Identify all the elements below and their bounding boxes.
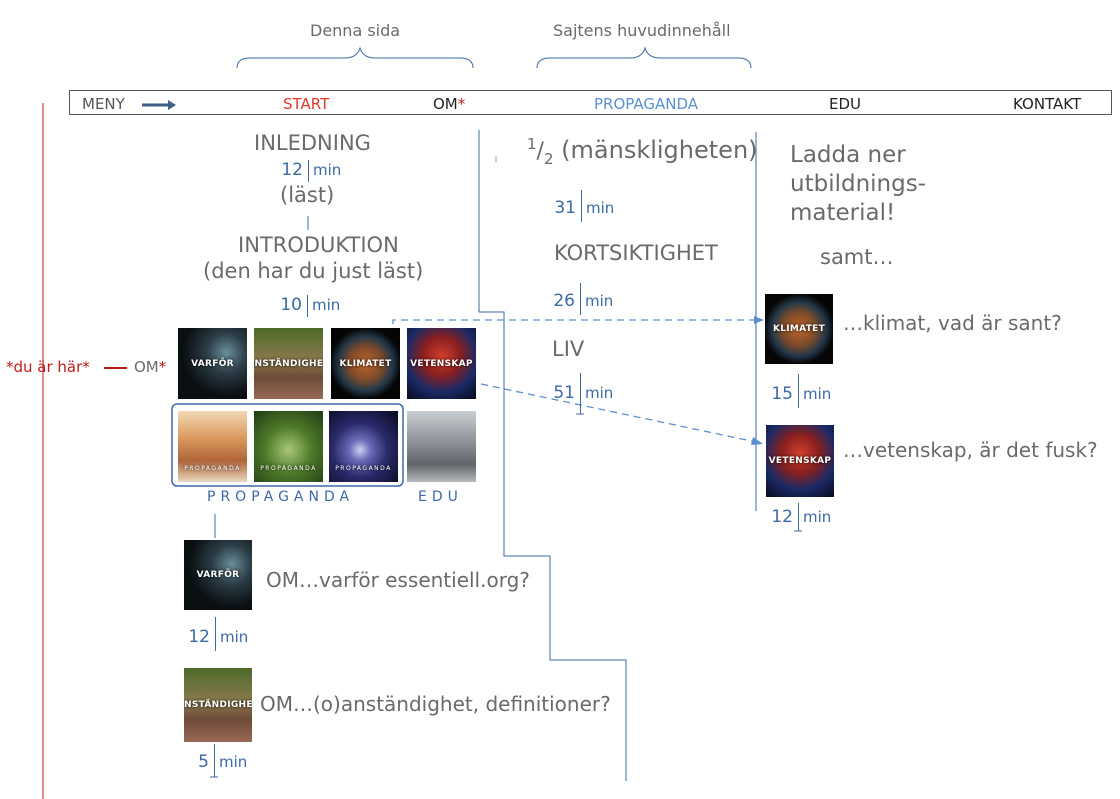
- min-unit: min: [585, 384, 614, 402]
- thumb-propaganda-2[interactable]: PROPAGANDA: [254, 411, 323, 482]
- menu-item-edu[interactable]: EDU: [829, 95, 862, 113]
- thumb-edu-vetenskap-label: VETENSKAP: [768, 456, 832, 466]
- half-denominator: 2: [543, 149, 554, 168]
- propaganda-group-box: [171, 403, 404, 487]
- edu-vetenskap-question[interactable]: …vetenskap, är det fusk?: [843, 438, 1098, 462]
- thumb-varfor[interactable]: VARFÖR: [178, 328, 247, 399]
- propaganda-connector: [478, 130, 627, 781]
- om-varfor-min-value: 12: [188, 627, 210, 647]
- om-label-text: OM: [134, 358, 159, 376]
- om-anstandighet-min-value: 5: [198, 752, 209, 772]
- inledning-status: (läst): [280, 183, 335, 207]
- min-unit: min: [586, 199, 615, 217]
- kortsiktighet-title[interactable]: KORTSIKTIGHET: [554, 241, 718, 265]
- introduktion-title[interactable]: INTRODUKTION: [238, 233, 399, 257]
- min-unit: min: [803, 508, 832, 526]
- thumb-varfor-label: VARFÖR: [191, 358, 234, 369]
- thumb-edu-vetenskap[interactable]: VETENSKAP: [766, 425, 834, 497]
- om-varfor-title[interactable]: OM…varför essentiell.org?: [266, 568, 530, 592]
- thumb-propaganda-3[interactable]: PROPAGANDA: [329, 411, 398, 482]
- download-material[interactable]: Ladda ner utbildnings- material!: [790, 141, 926, 228]
- kortsiktighet-min-value: 26: [553, 291, 575, 311]
- thumb-om-anstandighet[interactable]: ANSTÄNDIGHET: [184, 668, 252, 742]
- edu-klimat-question[interactable]: …klimat, vad är sant?: [843, 311, 1062, 335]
- half-numerator: 1: [527, 135, 537, 153]
- samt-label: samt…: [820, 245, 894, 269]
- min-unit: min: [220, 628, 249, 646]
- arrow-right-icon: [142, 96, 176, 115]
- introduktion-note: (den har du just läst): [203, 259, 424, 283]
- inledning-title[interactable]: INLEDNING: [254, 131, 371, 155]
- menu-item-om[interactable]: OM*: [433, 95, 465, 113]
- bracket-main-content: [536, 46, 752, 69]
- bracket-this-page: [236, 46, 474, 69]
- thumb-propaganda-3-label: PROPAGANDA: [335, 465, 392, 472]
- thumb-edu-sculpture[interactable]: [407, 411, 476, 482]
- liv-title[interactable]: LIV: [552, 337, 585, 361]
- download-line-3: material!: [790, 200, 896, 226]
- min-unit: min: [219, 753, 248, 771]
- half-min-value: 31: [554, 198, 576, 218]
- thumb-edu-klimat-label: KLIMATET: [772, 324, 826, 334]
- min-unit: min: [313, 161, 342, 179]
- thumb-om-anstandighet-label: ANSTÄNDIGHET: [184, 700, 252, 710]
- min-unit: min: [585, 292, 614, 310]
- edu-vetenskap-min-value: 12: [771, 507, 793, 527]
- download-line-1: Ladda ner: [790, 142, 906, 168]
- thumb-om-varfor[interactable]: VARFÖR: [184, 540, 252, 610]
- introduktion-min-value: 10: [280, 295, 302, 315]
- edu-caption[interactable]: EDU: [418, 489, 463, 505]
- thumb-propaganda-1-label: PROPAGANDA: [184, 465, 241, 472]
- menu-item-start[interactable]: START: [283, 95, 330, 113]
- thumb-klimatet[interactable]: KLIMATET: [331, 328, 400, 399]
- klimat-arrow: [392, 319, 758, 348]
- thumb-vetenskap[interactable]: VETENSKAP: [407, 328, 476, 399]
- thumb-propaganda-2-label: PROPAGANDA: [260, 465, 317, 472]
- thumb-anstandighet-label: ANSTÄNDIGHET: [254, 358, 323, 369]
- download-line-2: utbildnings-: [790, 171, 927, 197]
- half-label: (mänskligheten): [561, 136, 758, 164]
- edu-klimat-min-value: 15: [771, 384, 793, 404]
- om-label-star: *: [158, 358, 167, 376]
- menu-item-om-star: *: [457, 95, 466, 113]
- menu-item-om-label: OM: [433, 95, 458, 113]
- om-anstandighet-title[interactable]: OM…(o)anständighet, definitioner?: [260, 692, 611, 716]
- om-label: OM*: [134, 358, 166, 376]
- menu-label[interactable]: MENY: [82, 95, 125, 113]
- min-unit: min: [312, 296, 341, 314]
- propaganda-caption[interactable]: PROPAGANDA: [207, 489, 355, 505]
- liv-min-value: 51: [553, 383, 575, 403]
- thumb-om-varfor-label: VARFÖR: [196, 570, 240, 580]
- thumb-anstandighet[interactable]: ANSTÄNDIGHET: [254, 328, 323, 399]
- bracket-label-this-page: Denna sida: [310, 21, 401, 40]
- inledning-min-value: 12: [281, 160, 303, 180]
- thumb-vetenskap-label: VETENSKAP: [410, 358, 473, 369]
- menu-bar: MENY START OM* PROPAGANDA EDU KONTAKT: [69, 90, 1112, 115]
- menu-item-kontakt[interactable]: KONTAKT: [1013, 95, 1082, 113]
- you-are-here-label: *du är här*: [6, 358, 90, 376]
- thumb-edu-klimat[interactable]: KLIMATET: [765, 294, 833, 364]
- thumb-propaganda-1[interactable]: PROPAGANDA: [178, 411, 247, 482]
- min-unit: min: [803, 385, 832, 403]
- vetenskap-arrow: [480, 383, 757, 443]
- thumb-klimatet-label: KLIMATET: [339, 358, 392, 369]
- half-title[interactable]: 1/2 (mänskligheten): [527, 135, 758, 168]
- bracket-label-main-content: Sajtens huvudinnehåll: [553, 21, 731, 40]
- menu-item-propaganda[interactable]: PROPAGANDA: [594, 95, 699, 113]
